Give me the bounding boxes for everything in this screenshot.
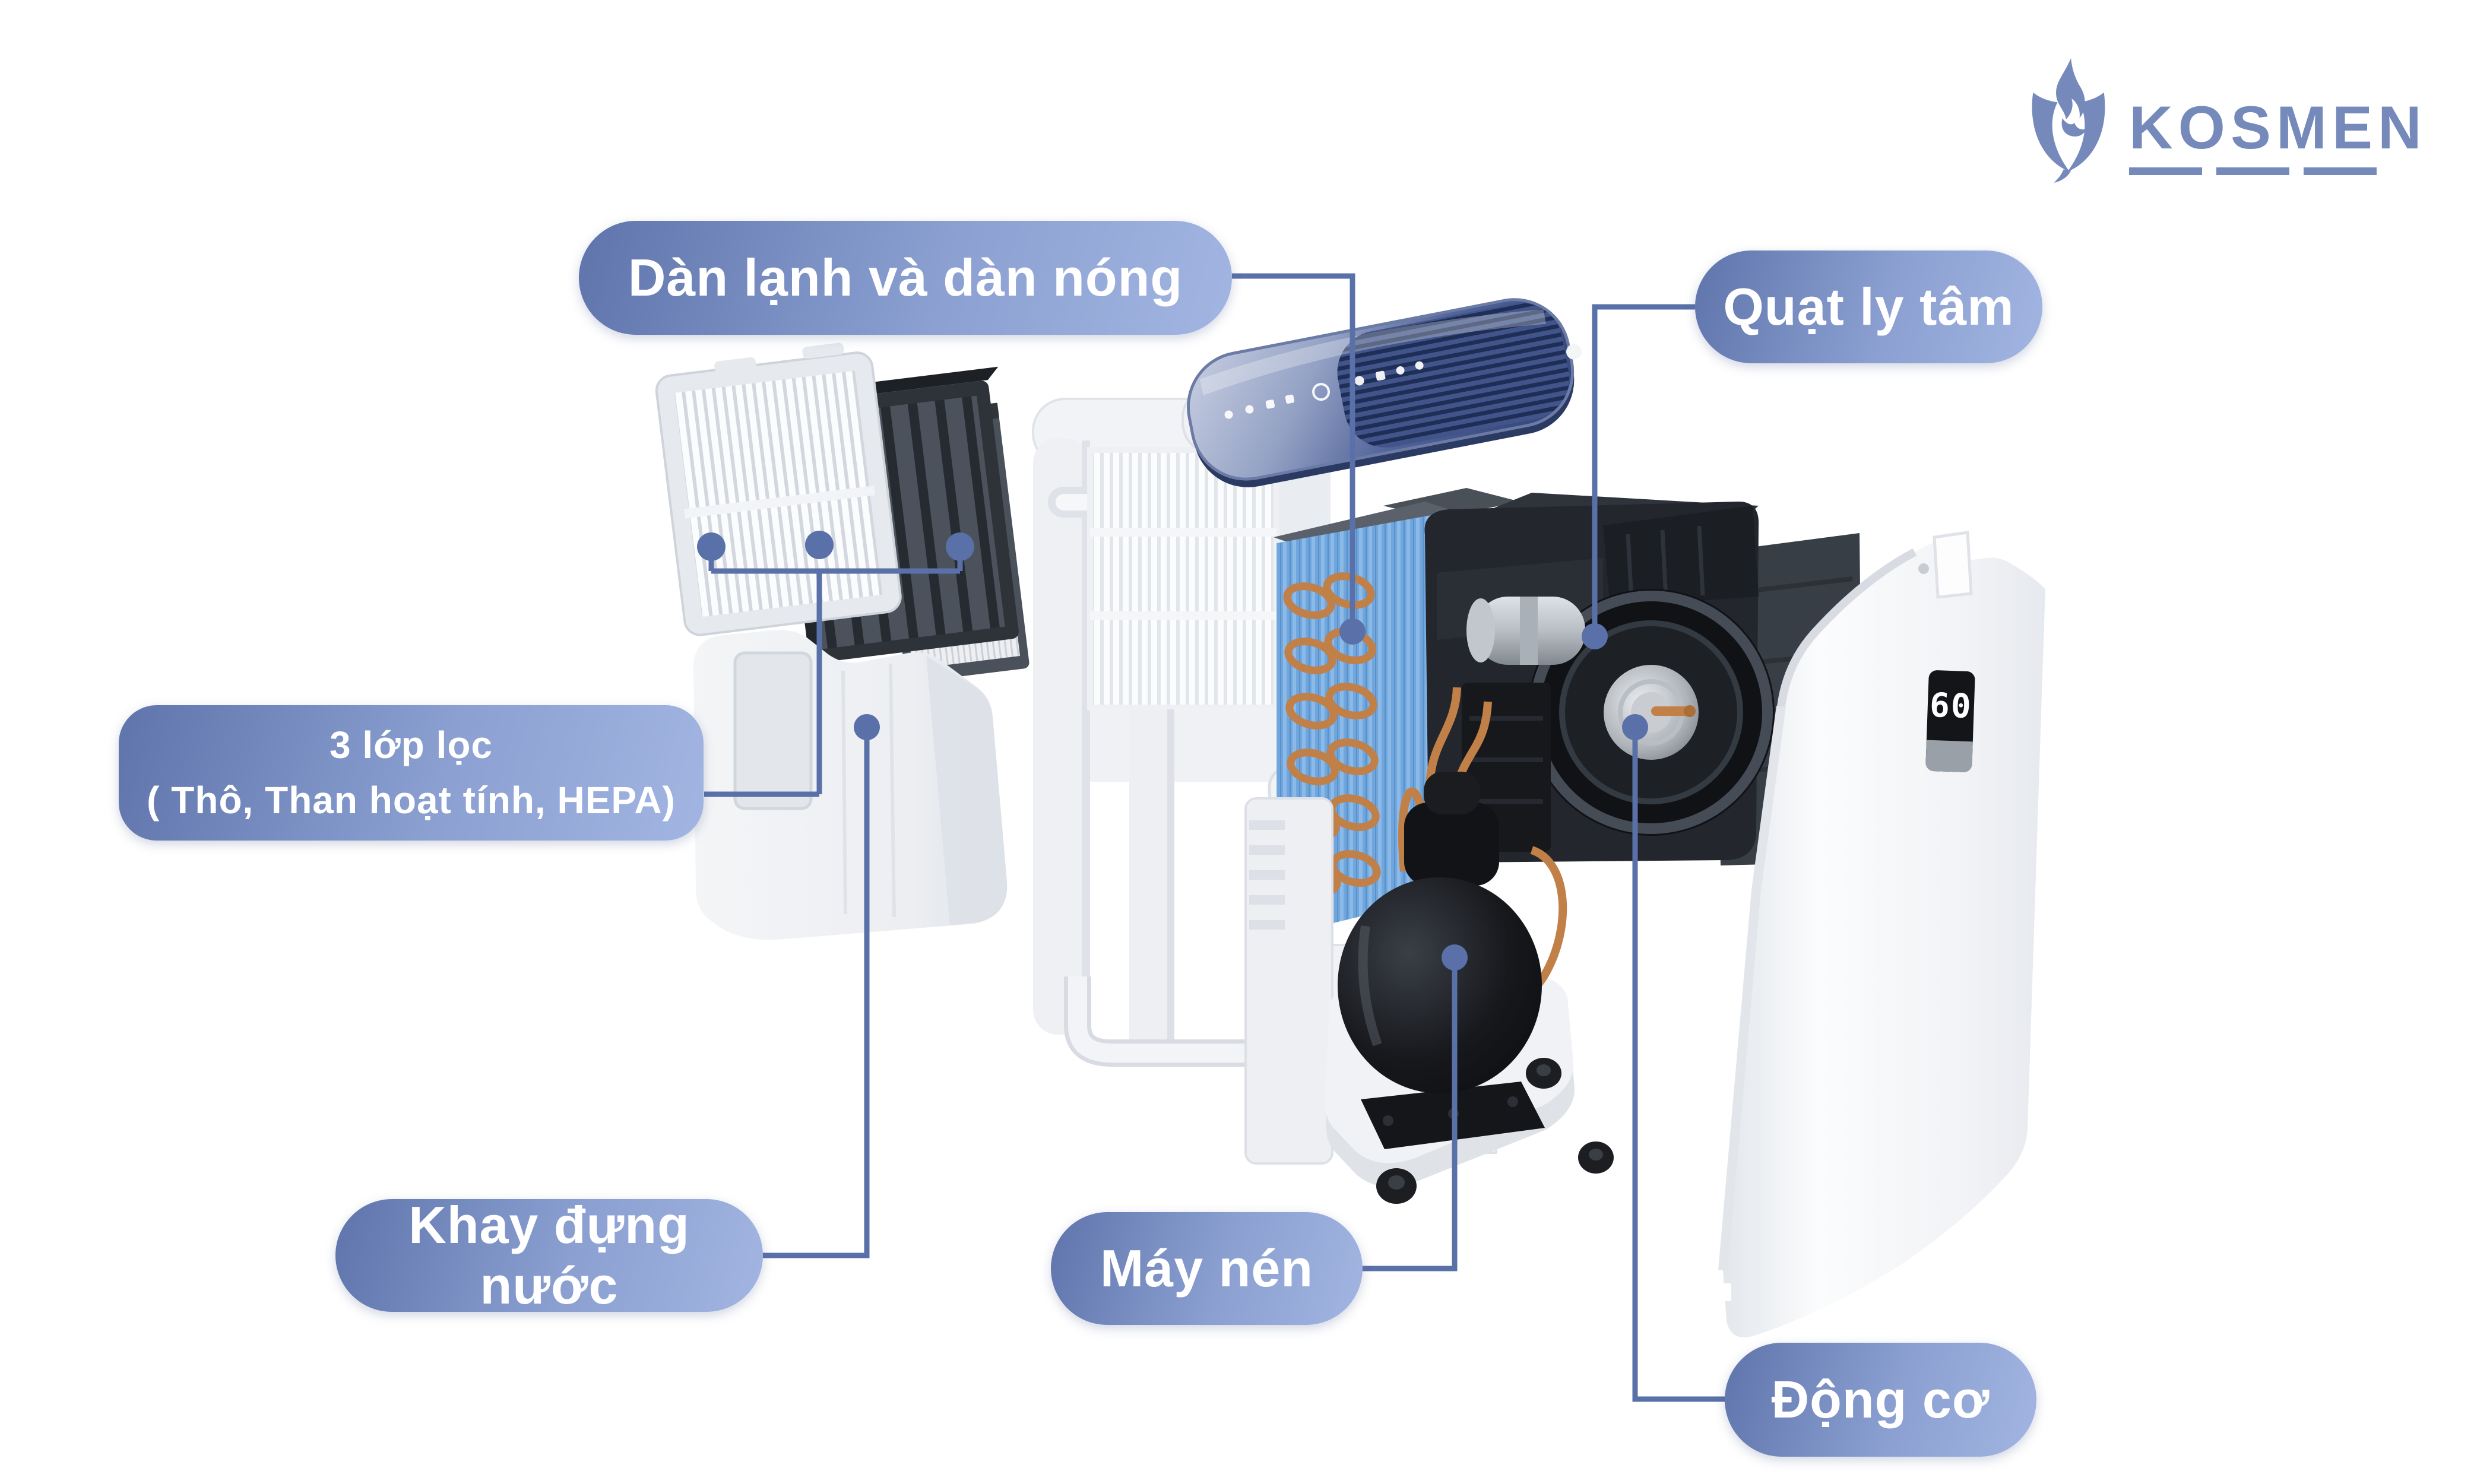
callout-label: Khay đựng nước bbox=[408, 1196, 690, 1315]
callout-label: Máy nén bbox=[1100, 1239, 1314, 1298]
pre-filter-grid bbox=[655, 343, 902, 636]
callout-dots bbox=[697, 531, 1648, 971]
humidity-display: 60 bbox=[1925, 670, 1975, 773]
callout-filter-layers: 3 lớp lọc ( Thô, Than hoạt tính, HEPA) bbox=[119, 705, 704, 841]
callout-label: Động cơ bbox=[1771, 1370, 1990, 1429]
callout-label: Quạt ly tâm bbox=[1723, 277, 2014, 336]
callout-water-tray: Khay đựng nước bbox=[335, 1196, 763, 1315]
caster-wheels bbox=[1376, 1058, 1614, 1204]
brand-name: KOSMEN bbox=[2129, 94, 2427, 161]
control-icons bbox=[1224, 361, 1424, 419]
water-tray bbox=[693, 630, 1008, 940]
humidity-value: 60 bbox=[1929, 686, 1973, 726]
logo-underline-bars bbox=[2129, 167, 2427, 175]
callout-evaporator-condenser: Dàn lạnh và dàn nóng bbox=[579, 221, 1232, 335]
fan-motor bbox=[1466, 597, 1585, 665]
callout-compressor: Máy nén bbox=[1051, 1212, 1363, 1325]
phoenix-icon bbox=[2032, 58, 2105, 183]
top-cover bbox=[1187, 298, 1582, 487]
brand-logo: KOSMEN bbox=[2023, 55, 2427, 184]
callout-motor: Động cơ bbox=[1725, 1343, 2036, 1457]
display-bottom-band bbox=[1925, 740, 1973, 773]
callout-centrifugal-fan: Quạt ly tâm bbox=[1695, 250, 2042, 363]
callout-label: Dàn lạnh và dàn nóng bbox=[628, 248, 1183, 307]
callout-label-line2: ( Thô, Than hoạt tính, HEPA) bbox=[147, 779, 676, 822]
compressor-unit bbox=[1244, 687, 1614, 1204]
callout-label-line1: 3 lớp lọc bbox=[330, 724, 493, 767]
